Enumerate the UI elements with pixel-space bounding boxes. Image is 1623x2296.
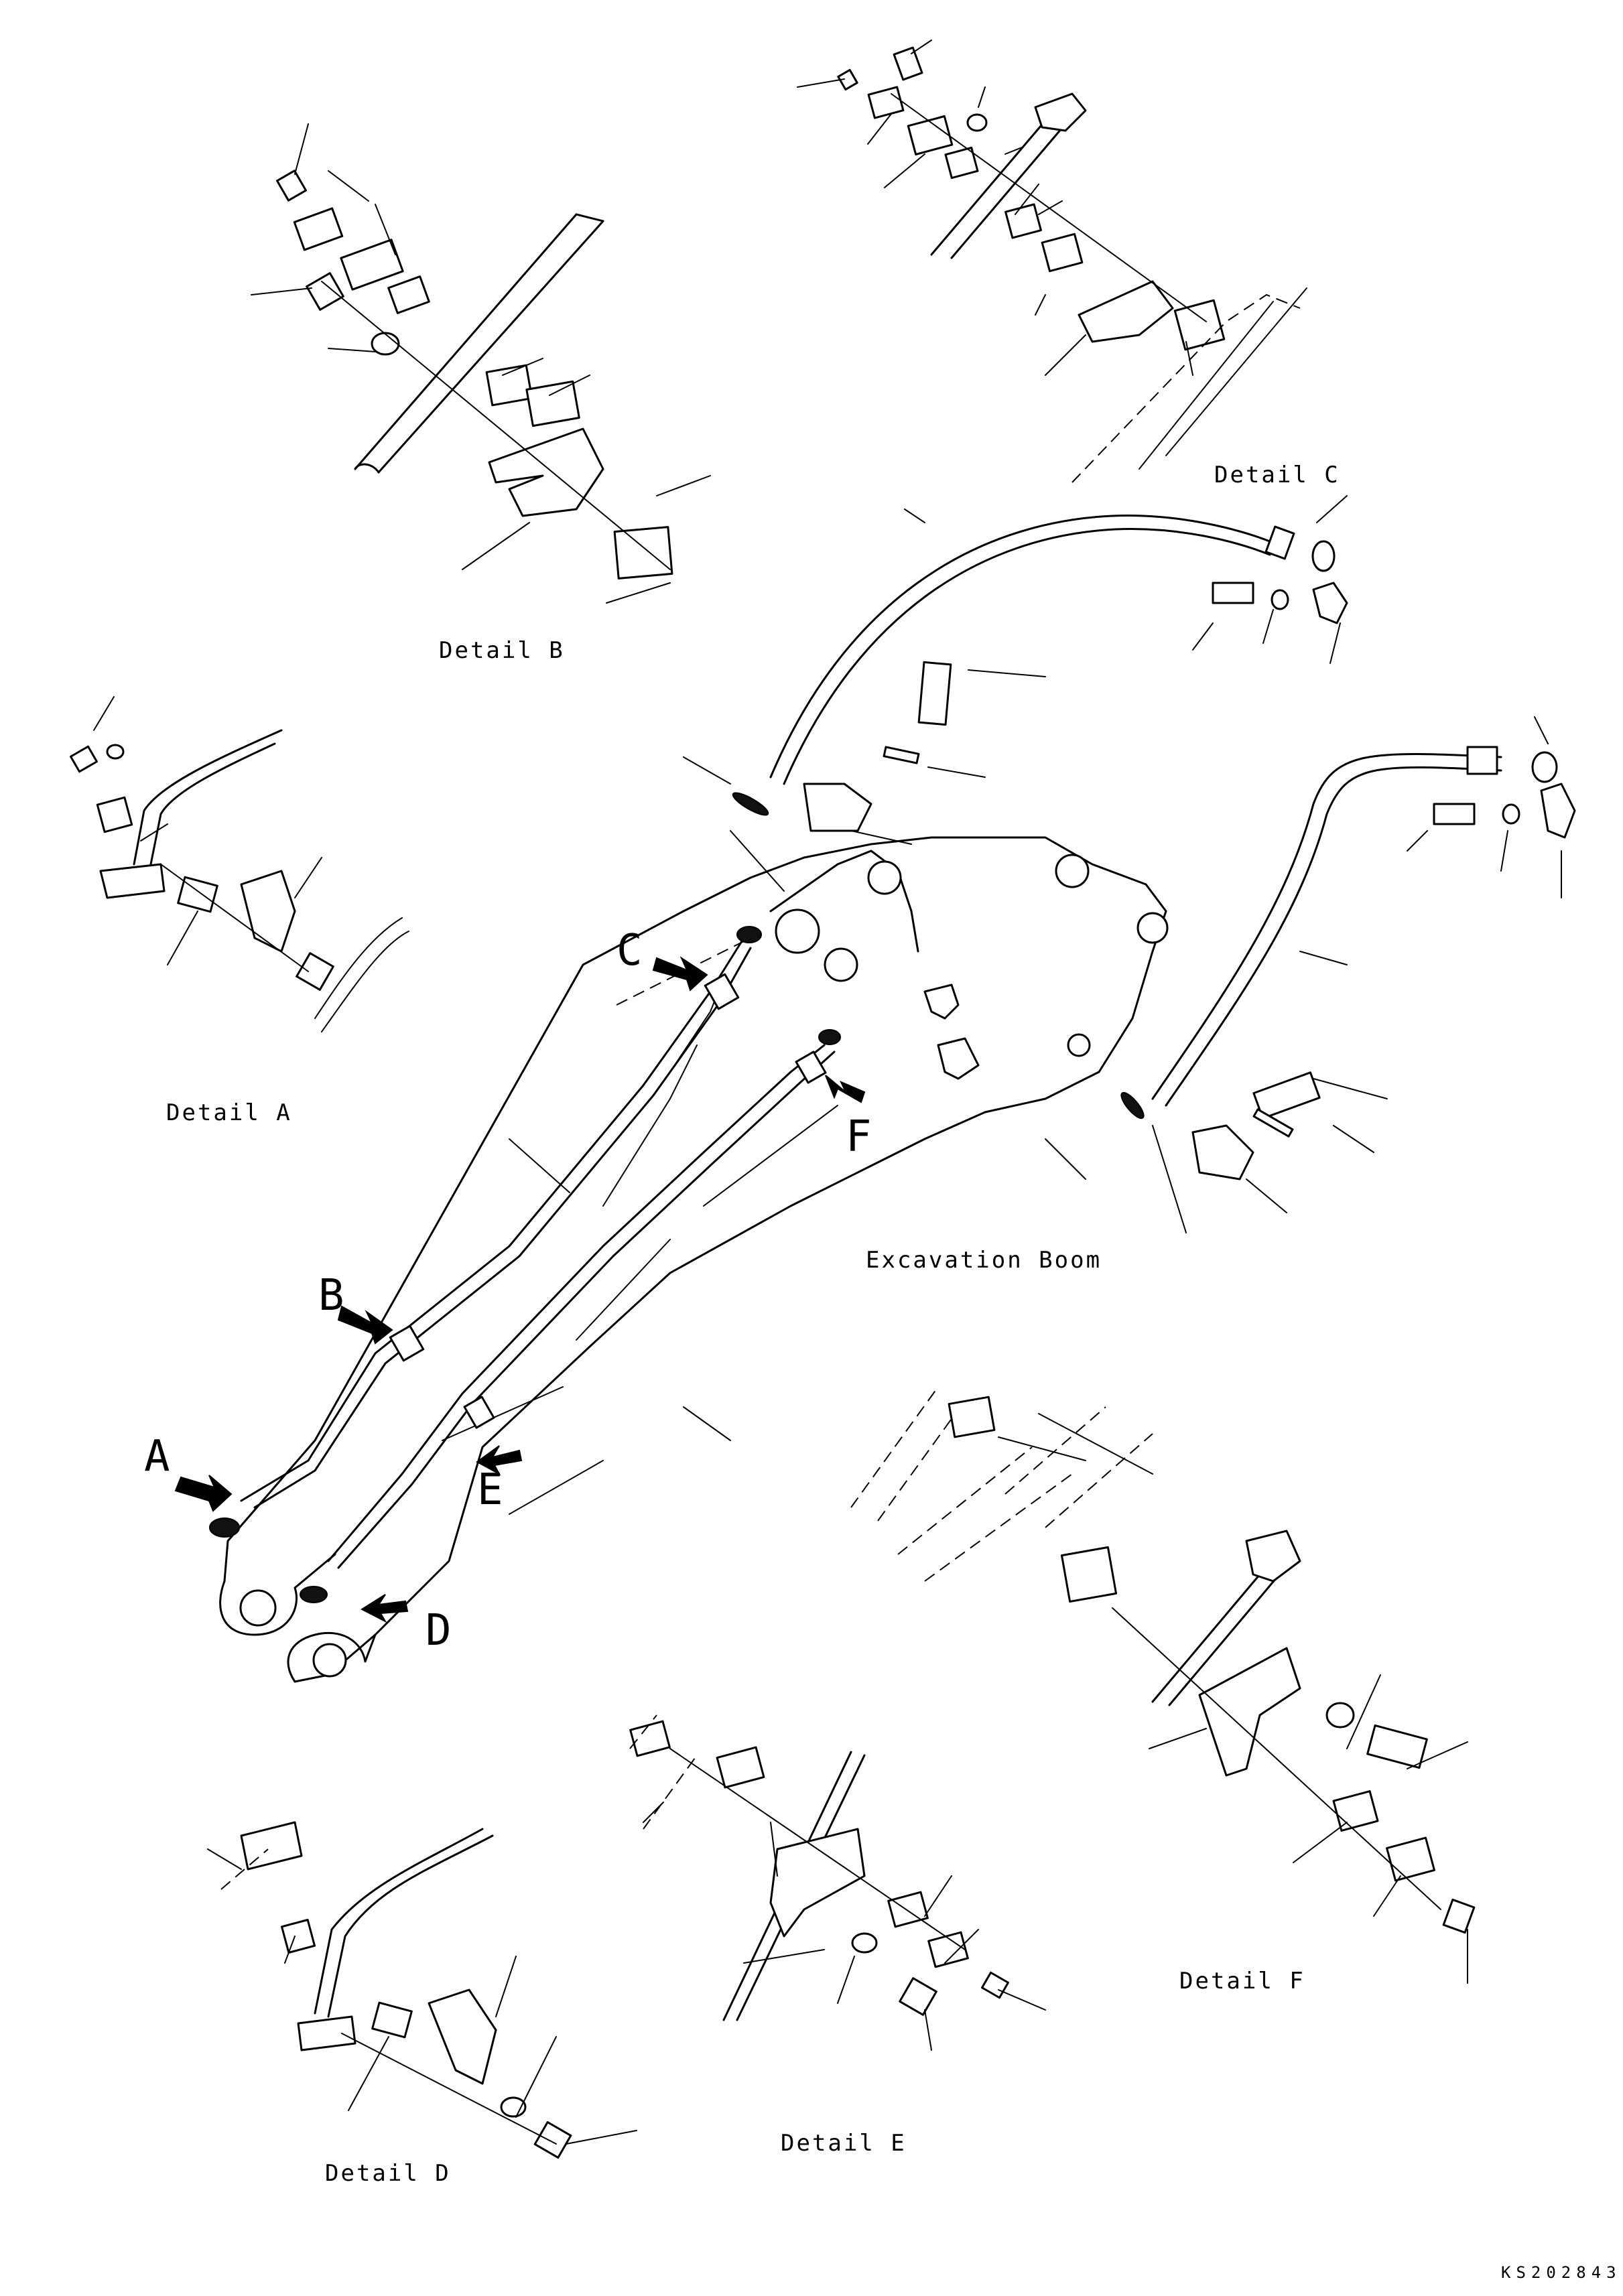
arrow-a bbox=[174, 1475, 233, 1512]
arrow-e bbox=[476, 1445, 523, 1476]
excavation-boom bbox=[219, 830, 1169, 1683]
callout-letter-a: A bbox=[144, 1432, 170, 1481]
detail-e-caption: Detail E bbox=[781, 2130, 907, 2157]
upper-hose-assembly bbox=[683, 495, 1348, 845]
detail-c-exploded-view bbox=[797, 40, 1307, 483]
arrow-d bbox=[360, 1594, 409, 1623]
callout-letter-d: D bbox=[426, 1606, 452, 1656]
hose-lines bbox=[209, 926, 841, 1603]
callout-letter-b: B bbox=[318, 1271, 344, 1321]
detail-a-caption: Detail A bbox=[166, 1099, 292, 1126]
excavation-boom-caption: Excavation Boom bbox=[866, 1247, 1102, 1274]
callout-letter-c: C bbox=[616, 926, 643, 975]
detail-d-exploded-view bbox=[207, 1821, 637, 2159]
right-hose-assembly bbox=[1120, 716, 1576, 1233]
detail-b-exploded-view bbox=[251, 123, 711, 604]
drawing-code: KS202843 bbox=[1501, 2263, 1622, 2282]
callout-letter-f: F bbox=[846, 1112, 872, 1162]
callout-letter-e: E bbox=[477, 1465, 503, 1515]
callout-arrows bbox=[174, 956, 866, 1623]
detail-a-exploded-view bbox=[70, 696, 409, 1032]
detail-c-caption: Detail C bbox=[1214, 462, 1340, 488]
arrow-f bbox=[825, 1075, 866, 1103]
detail-f-caption: Detail F bbox=[1179, 1968, 1305, 1995]
arrow-b bbox=[337, 1305, 393, 1345]
detail-d-caption: Detail D bbox=[325, 2160, 451, 2187]
detail-f-exploded-view bbox=[850, 1386, 1476, 1984]
detail-e-exploded-view bbox=[629, 1714, 1046, 2051]
arrow-c bbox=[652, 956, 708, 992]
detail-b-caption: Detail B bbox=[439, 637, 565, 664]
